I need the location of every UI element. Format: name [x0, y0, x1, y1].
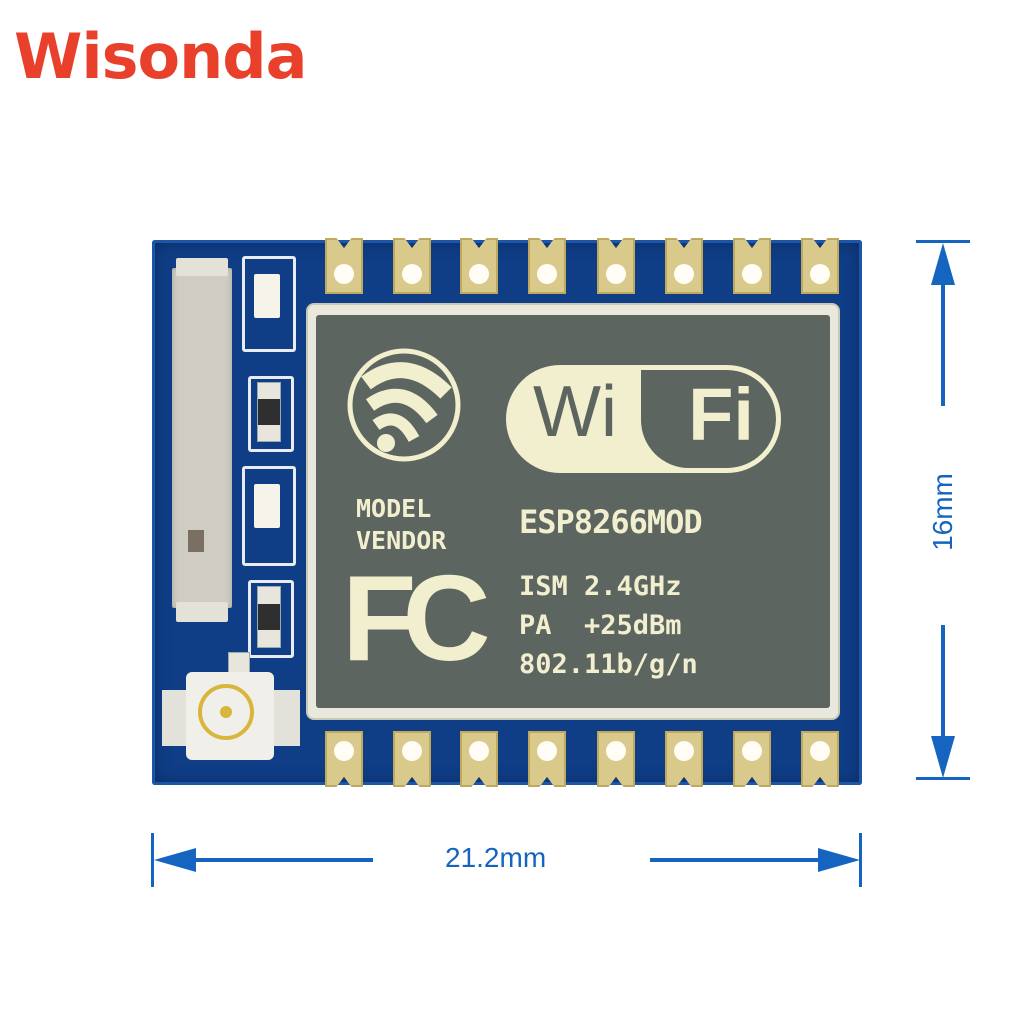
component-outline — [248, 580, 294, 658]
esp8266-module-board: Wi Fi MODEL VENDOR ESP8266MOD FC ISM 2.4… — [152, 238, 862, 787]
component-outline — [248, 376, 294, 452]
ceramic-antenna — [172, 258, 232, 622]
castellated-pad — [393, 238, 431, 294]
height-label: 16mm — [927, 473, 958, 551]
castellated-pad — [325, 731, 363, 787]
fcc-logo: FC — [342, 550, 491, 686]
component-outline — [242, 466, 296, 566]
model-vendor-label: MODEL VENDOR — [356, 494, 447, 555]
castellated-pad — [460, 731, 498, 787]
width-label: 21.2mm — [445, 842, 547, 873]
ufl-antenna-connector — [160, 660, 306, 770]
arrow-left-icon — [154, 848, 196, 872]
castellated-pad — [460, 238, 498, 294]
castellated-pad — [528, 238, 566, 294]
wifi-logo: Wi Fi — [506, 365, 781, 473]
smd-resistor — [257, 382, 281, 442]
led-component — [254, 484, 280, 528]
castellated-pad — [597, 238, 635, 294]
castellated-pad — [733, 731, 771, 787]
castellated-pad — [665, 731, 703, 787]
castellated-pad — [665, 238, 703, 294]
castellated-pad — [801, 238, 839, 294]
brand-logo: Wisonda — [14, 20, 307, 93]
castellated-pad — [733, 238, 771, 294]
smd-capacitor — [257, 586, 281, 648]
arrow-up-icon — [931, 243, 955, 285]
rf-shield-can: Wi Fi MODEL VENDOR ESP8266MOD FC ISM 2.4… — [308, 305, 838, 718]
castellated-pad — [801, 731, 839, 787]
part-number: ESP8266MOD — [519, 503, 703, 541]
castellated-pad — [528, 731, 566, 787]
castellated-pad — [597, 731, 635, 787]
arrow-right-icon — [818, 848, 860, 872]
arrow-down-icon — [931, 736, 955, 778]
castellated-pad — [393, 731, 431, 787]
espressif-logo-icon — [347, 348, 461, 462]
led-component — [254, 274, 280, 318]
component-outline — [242, 256, 296, 352]
castellated-pad — [325, 238, 363, 294]
